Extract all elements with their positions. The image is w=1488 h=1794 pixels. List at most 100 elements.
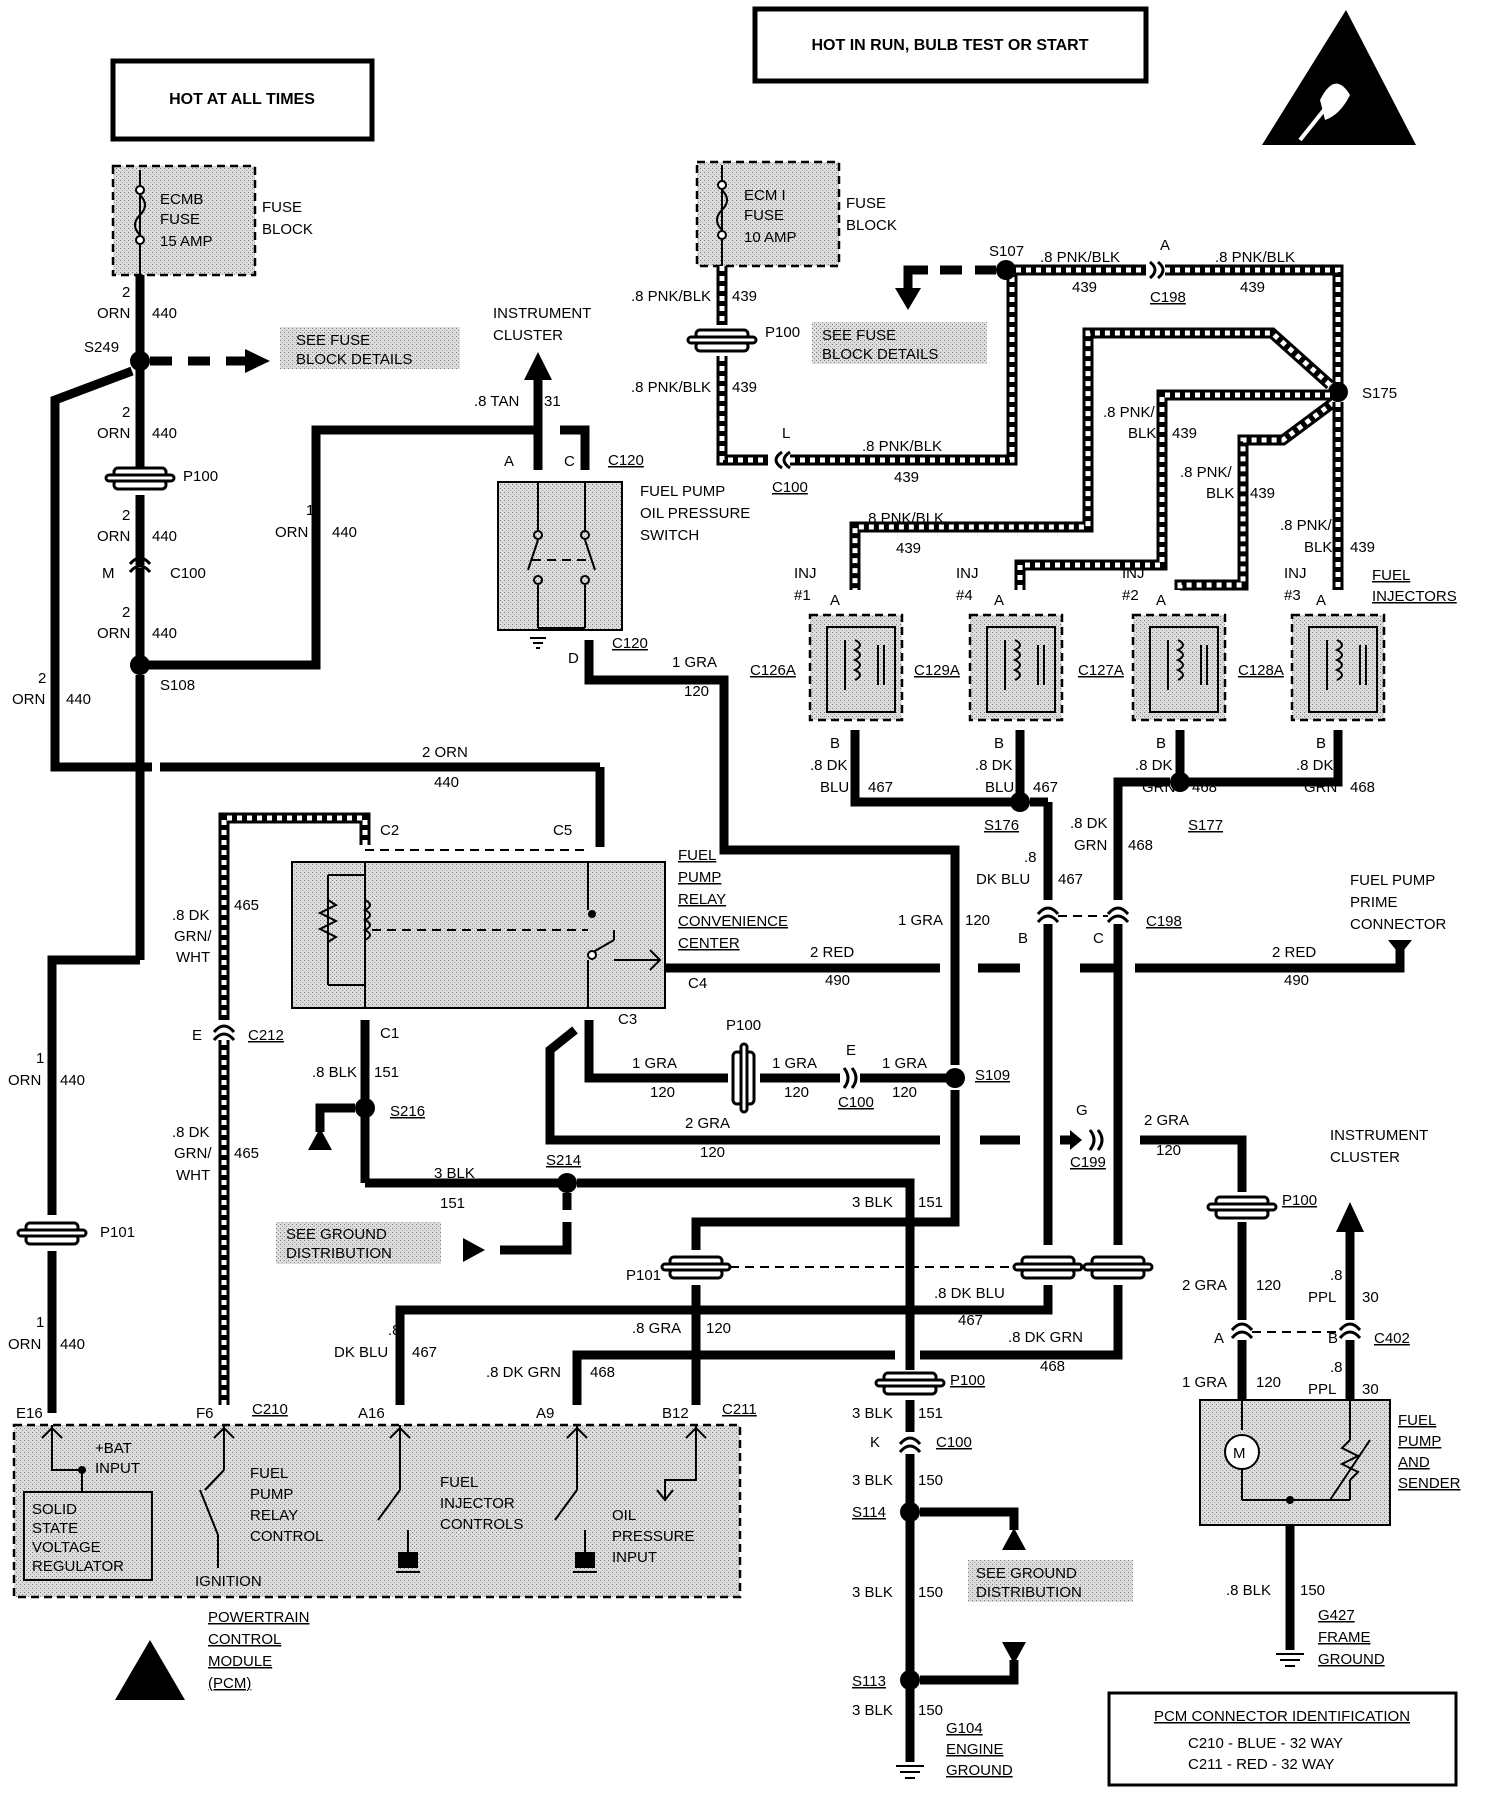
g104-1: G104 [946, 1720, 983, 1737]
ground-wire-labels: P100 3 BLK 151 K C100 3 BLK 150 S114 3 B… [852, 1372, 985, 1719]
relay-2: PUMP [678, 869, 721, 886]
splice-s107 [996, 260, 1016, 280]
connector-c198-c [1106, 906, 1130, 924]
fuse-ecmb-name: ECMB [160, 191, 203, 208]
pin-a16: A16 [358, 1405, 385, 1422]
connector-c198-b [1036, 906, 1060, 924]
wl-467-j: 467 [412, 1344, 437, 1361]
wl-439-9: 439 [1350, 539, 1375, 556]
pcm-oil-1: OIL [612, 1507, 636, 1524]
wl-gra1-f: 1 GRA [1182, 1374, 1227, 1391]
fuel-injectors-2: INJECTORS [1372, 588, 1457, 605]
wl-490-b: 490 [1284, 972, 1309, 989]
fuse-block-label-1: FUSE [262, 199, 302, 216]
see-ground-right-2: DISTRIBUTION [976, 1584, 1082, 1601]
instrument-cluster-top: INSTRUMENT CLUSTER .8 TAN 31 [474, 305, 591, 470]
pin-a9: A9 [536, 1405, 554, 1422]
wl-467-b: 467 [1033, 779, 1058, 796]
wl-468-i: 468 [1040, 1358, 1065, 1375]
g104-2: ENGINE [946, 1741, 1004, 1758]
prime-2: PRIME [1350, 894, 1398, 911]
esd-warning-icon-pcm [115, 1640, 185, 1700]
wl-wht-g: WHT [176, 949, 210, 966]
splice-s113 [900, 1670, 920, 1690]
wl-440-c: 440 [152, 528, 177, 545]
wl-orn-h: ORN [8, 1072, 41, 1089]
inj2-num: #2 [1122, 587, 1139, 604]
wl-orn-e: ORN [12, 691, 45, 708]
wl-orn2b: 2 ORN [422, 744, 468, 761]
fuse-ecm-i: ECM I FUSE 10 AMP FUSE BLOCK [695, 160, 897, 268]
esd-warning-icon [1262, 10, 1416, 145]
wl-pnk-1: .8 PNK/BLK [631, 288, 711, 305]
connector-c212 [212, 1024, 236, 1042]
wl-blk3-e: 3 BLK [852, 1584, 893, 1601]
pump-sender-2: PUMP [1398, 1433, 1441, 1450]
wl-orn-f: ORN [275, 524, 308, 541]
wl-490-a: 490 [825, 972, 850, 989]
wl-blk-7: BLK [1206, 485, 1234, 502]
relay-c5: C5 [553, 822, 572, 839]
pcm-rc-1: FUEL [250, 1465, 288, 1482]
wl-120-i: 120 [1256, 1374, 1281, 1391]
pcm-wire-labels: .8 DK BLU 467 .8 DK GRN 468 .8 DK BLU 46… [334, 1285, 1083, 1381]
splice-s175 [1328, 382, 1348, 402]
prime-3: CONNECTOR [1350, 916, 1447, 933]
wl-468-e: 468 [1128, 837, 1153, 854]
ref-p100-mid: P100 [726, 1017, 761, 1034]
wl-30-b: 30 [1362, 1381, 1379, 1398]
pump-sender-4: SENDER [1398, 1475, 1461, 1492]
wl-gra2-c: 2 GRA [1182, 1277, 1227, 1294]
wl-dk-a: .8 DK [810, 757, 848, 774]
wl-orn2-c: 2 [122, 507, 130, 524]
inj3-name: INJ [1284, 565, 1307, 582]
wl-151-a: 151 [374, 1064, 399, 1081]
wl-440-i: 440 [60, 1336, 85, 1353]
wl-orn2-b: 2 [122, 404, 130, 421]
g104-3: GROUND [946, 1762, 1013, 1779]
wl-465-g: 465 [234, 897, 259, 914]
relay-5: CENTER [678, 935, 740, 952]
wl-dkgrn-i: .8 DK GRN [1008, 1329, 1083, 1346]
pcm-label-3: MODULE [208, 1653, 272, 1670]
ref-s177: S177 [1188, 817, 1223, 834]
ref-p101-left: P101 [100, 1224, 135, 1241]
wl-gra1-d: 1 GRA [772, 1055, 817, 1072]
wl-gra8: .8 GRA [632, 1320, 681, 1337]
wl-dkgrn-j: .8 DK GRN [486, 1364, 561, 1381]
g427-1: G427 [1318, 1607, 1355, 1624]
header-hot-in-run: HOT IN RUN, BULB TEST OR START [752, 6, 1149, 84]
pin-k: K [870, 1434, 880, 1451]
injector-1: INJ #1 A C126A B [750, 565, 904, 752]
wl-150-b: 150 [918, 1584, 943, 1601]
connector-p101-grn [1082, 1255, 1154, 1280]
pcm-table-row-1: C210 - BLUE - 32 WAY [1188, 1735, 1343, 1752]
ref-p101-right: P101 [626, 1267, 661, 1284]
wl-orn1-i: 1 [36, 1314, 44, 1331]
see-fuse-block-details-left: SEE FUSE BLOCK DETAILS [280, 327, 460, 369]
wl-gra2-a: 2 GRA [685, 1115, 730, 1132]
ref-c100-pnk: C100 [772, 479, 808, 496]
wl-439-4: 439 [1072, 279, 1097, 296]
wl-orn-d: ORN [97, 625, 130, 642]
pcm-ic-2: INJECTOR [440, 1495, 515, 1512]
wl-467-f: 467 [1058, 871, 1083, 888]
pcm-label: POWERTRAIN CONTROL MODULE (PCM) [115, 1609, 309, 1700]
pcm-table-title: PCM CONNECTOR IDENTIFICATION [1154, 1708, 1410, 1725]
fuse-ecm-i-amp: 10 AMP [744, 229, 797, 246]
inj4-conn: C129A [914, 662, 960, 679]
ground-g427: G427 FRAME GROUND [1276, 1607, 1385, 1668]
prime-connector-label: FUEL PUMP PRIME CONNECTOR [1350, 872, 1447, 933]
wl-120-e: 120 [892, 1084, 917, 1101]
wl-grnwht-h: GRN/ [174, 1145, 212, 1162]
relay-c2: C2 [380, 822, 399, 839]
header-hot-at-all-times: HOT AT ALL TIMES [110, 58, 375, 142]
wl-440-g: 440 [434, 774, 459, 791]
wl-dkblu-f: DK BLU [976, 871, 1030, 888]
fuse-block-label-2: BLOCK [262, 221, 313, 238]
fuse-ecmb-fuse: FUSE [160, 211, 200, 228]
pin-g: G [1076, 1102, 1088, 1119]
ref-c210: C210 [252, 1401, 288, 1418]
pump-wire-labels: P100 2 GRA 120 A B C402 1 GRA 120 .8 PPL… [1182, 1192, 1410, 1599]
